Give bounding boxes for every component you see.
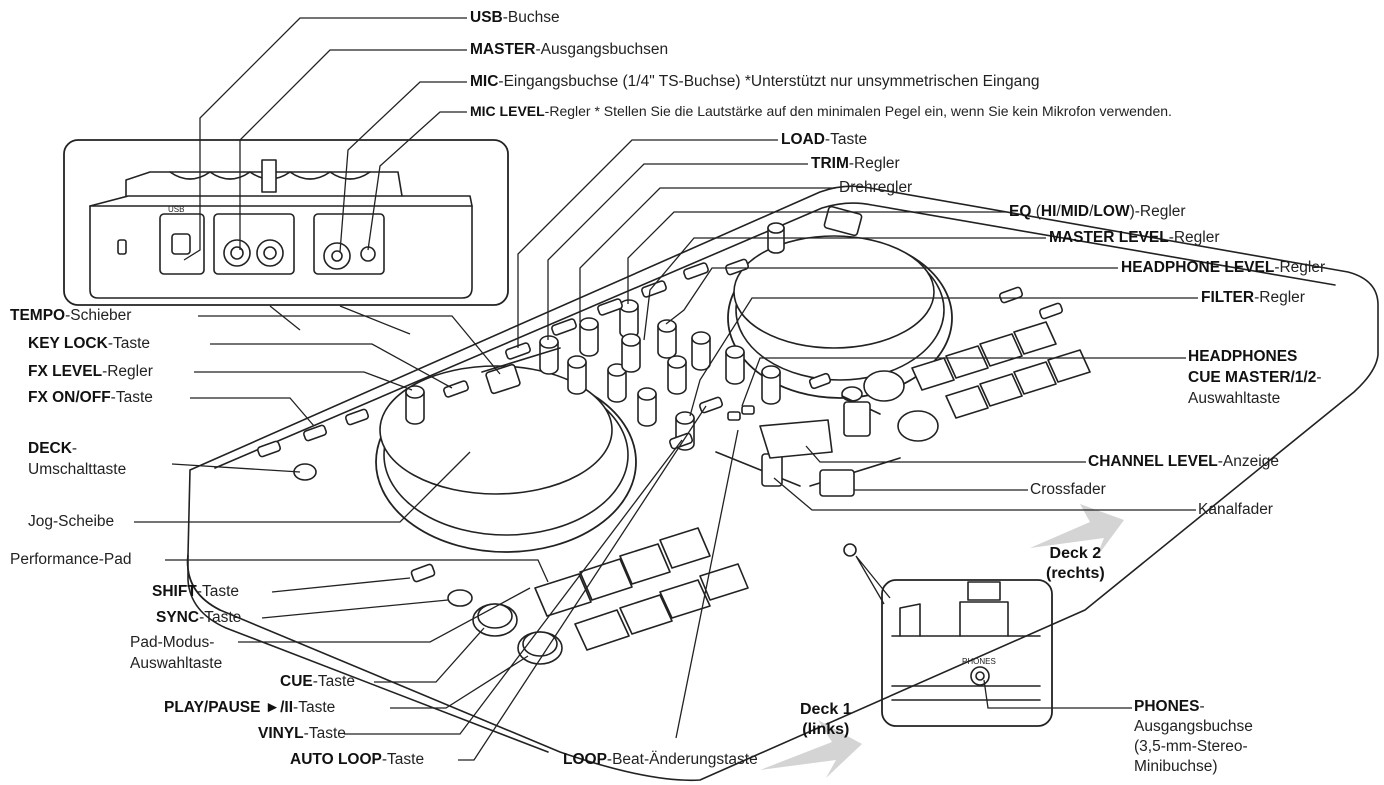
phones-jack-body (843, 543, 857, 557)
leader-deck (171, 463, 301, 473)
leader-phones (983, 679, 1132, 709)
phones-inset (881, 579, 1053, 727)
leader-filter (689, 297, 1198, 417)
leader-kanalfader (773, 477, 1196, 511)
deck2-label: Deck 2(rechts) (1046, 545, 1105, 582)
right-pads (911, 321, 1091, 419)
leader-usb (183, 17, 467, 261)
label-pad-mode: Pad-Modus-Auswahltaste (130, 634, 223, 672)
deck1-label: Deck 1(links) (800, 701, 852, 738)
leader-play (390, 655, 529, 709)
leader-shift (271, 577, 411, 593)
leader-master-level (643, 237, 1046, 341)
label-kanalfader: Kanalfader (1198, 501, 1273, 518)
leader-loopbeat (675, 429, 739, 739)
leader-vinyl (344, 439, 683, 735)
label-phones: PHONES- Ausgangsbuchse (3,5-mm-Stereo- M… (1134, 698, 1253, 775)
label-cue: CUE-Taste (280, 673, 355, 690)
label-shift: SHIFT-Taste (152, 583, 239, 600)
label-mic-level: MIC LEVEL-Regler * Stellen Sie die Lauts… (470, 103, 1172, 119)
label-master-level: MASTER LEVEL-Regler (1049, 229, 1220, 246)
leader-hp-level (665, 267, 1118, 325)
leader-mic (339, 81, 467, 253)
label-fx-onoff: FX ON/OFF-Taste (28, 389, 153, 406)
label-headphones-cue: HEADPHONES CUE MASTER/1/2- Auswahltaste (1188, 348, 1322, 407)
label-channel-level: CHANNEL LEVEL-Anzeige (1088, 453, 1279, 470)
leader-keylock (210, 343, 453, 389)
label-eq: EQ (HI/MID/LOW)-Regler (1009, 203, 1186, 220)
cue-play-buttons (472, 370, 939, 665)
label-deck-switch: DECK-Umschalttaste (28, 440, 127, 478)
right-jog-inner (733, 235, 935, 349)
leader-cue (374, 627, 485, 683)
leader-channel-level (805, 445, 1086, 463)
leader-fxonoff (190, 397, 315, 427)
label-trim: TRIM-Regler (811, 155, 900, 172)
label-key-lock: KEY LOCK-Taste (28, 335, 151, 352)
leader-phones-inset (855, 555, 891, 605)
label-drehregler: Drehregler (839, 179, 913, 196)
label-fx-level: FX LEVEL-Regler (28, 363, 153, 380)
controller-front-edge (186, 554, 549, 753)
label-load: LOAD-Taste (781, 131, 868, 148)
label-vinyl: VINYL-Taste (258, 725, 346, 742)
leader-padmode (238, 587, 531, 643)
leader-eq (627, 211, 1006, 304)
leader-jog (134, 451, 471, 523)
leader-dreh (579, 187, 836, 322)
panel-phones-text: PHONES (962, 657, 996, 666)
label-filter: FILTER-Regler (1201, 289, 1305, 306)
leader-autoloop (458, 405, 707, 761)
small-buttons (256, 258, 1064, 607)
label-pad: Performance-Pad (10, 551, 132, 568)
label-master-out: MASTER-Ausgangsbuchsen (470, 41, 669, 58)
leader-pad (165, 559, 549, 583)
leader-inset-link (269, 305, 411, 335)
rear-panel-inset (63, 139, 509, 306)
leader-load (517, 139, 778, 348)
label-mic-in: MIC-Eingangsbuchse (1/4" TS-Buchse) *Unt… (470, 73, 1040, 90)
label-loop-beat: LOOP-Beat-Änderungstaste (563, 751, 758, 768)
label-auto-loop: AUTO LOOP-Taste (290, 751, 425, 768)
label-headphone-level: HEADPHONE LEVEL-Regler (1121, 259, 1326, 276)
deck1-arrow-icon (760, 720, 862, 778)
controller-top-inner (214, 202, 1336, 469)
label-jog: Jog-Scheibe (28, 513, 115, 530)
label-crossfader: Crossfader (1030, 481, 1106, 498)
left-pads (534, 527, 749, 651)
leader-trim (547, 163, 808, 340)
leader-sync (261, 599, 449, 619)
leader-fxlevel (194, 371, 413, 391)
leader-mic-level (367, 111, 467, 251)
label-usb: USB-Buchse (470, 9, 560, 26)
label-play-pause: PLAY/PAUSE ►/II-Taste (164, 699, 336, 716)
label-tempo: TEMPO-Schieber (10, 307, 132, 324)
leader-hp-cue (741, 357, 1186, 407)
leader-master (239, 49, 467, 250)
left-jog-inner (379, 365, 613, 495)
label-sync: SYNC-Taste (156, 609, 242, 626)
panel-usb-text: USB (168, 205, 184, 214)
deck2-arrow-icon (1030, 504, 1124, 558)
